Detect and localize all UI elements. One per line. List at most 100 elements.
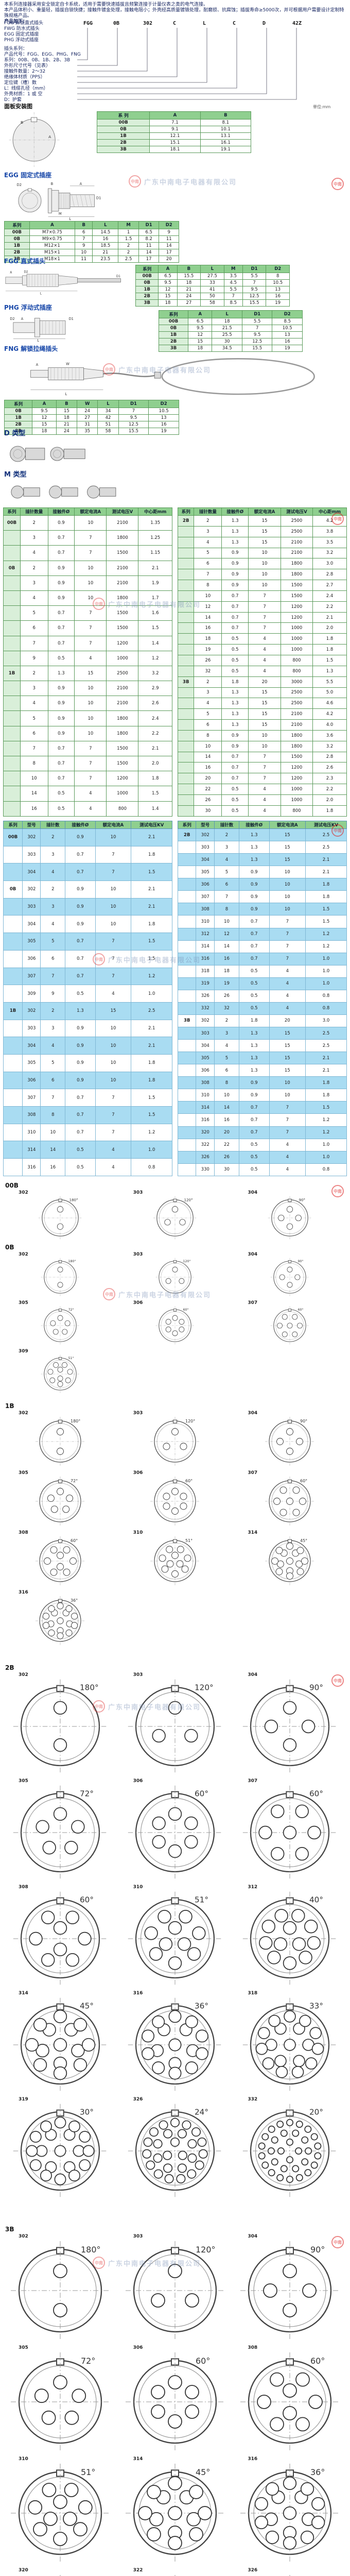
table-cell: 1B xyxy=(158,331,189,338)
table-cell: 0.5 xyxy=(221,784,249,795)
table-cell: 8 xyxy=(214,1076,239,1090)
table-cell: 1.8 xyxy=(312,644,347,655)
table-cell: 5 xyxy=(20,710,48,726)
pin-angle-label: 120° xyxy=(184,1197,193,1202)
phg-dim-l: L xyxy=(37,338,39,342)
table-cell: 1.8 xyxy=(131,845,172,864)
table-cell: 1.0 xyxy=(305,1138,347,1151)
table-cell: 3.5 xyxy=(223,273,243,280)
table-cell xyxy=(3,575,21,591)
phg-connector-drawing: A L D1 D2 xyxy=(10,317,74,342)
table-cell: 2.3 xyxy=(312,773,347,785)
table-cell: 305 xyxy=(196,1052,215,1065)
table-cell: 9 xyxy=(159,229,179,236)
table-cell: 1500 xyxy=(106,605,139,621)
table-cell: 10 xyxy=(74,515,107,531)
table-cell: 4.5 xyxy=(223,279,243,286)
table-cell: 4.0 xyxy=(312,719,347,731)
table-cell: 2100 xyxy=(280,719,313,731)
table-cell xyxy=(177,730,195,741)
column-header: 系列 xyxy=(177,821,197,829)
table-cell: 2.1 xyxy=(138,740,172,757)
series-label: 1B xyxy=(5,1402,14,1410)
table-cell: 41 xyxy=(200,286,224,293)
table-cell: 2.7 xyxy=(312,580,347,591)
table-cell xyxy=(177,698,195,709)
table-cell: 3.0 xyxy=(305,1014,347,1028)
table-cell: 1.5 xyxy=(138,620,172,636)
table-cell: 314 xyxy=(22,1141,41,1159)
table-cell: 1.8 xyxy=(305,878,347,891)
table-cell: 4 xyxy=(248,654,281,666)
table-cell: 9.1 xyxy=(149,126,201,133)
table-cell xyxy=(177,590,195,602)
pin-circle-diagram: 120° xyxy=(155,1258,195,1297)
table-cell: 2500 xyxy=(280,687,313,699)
pin-angle-label: 36° xyxy=(71,1598,78,1603)
pin-circle-diagram: 30° xyxy=(13,2104,108,2198)
table-cell: 3.5 xyxy=(312,536,347,548)
pin-diagram-code: 319 xyxy=(19,2097,28,2102)
pin-angle-label: 60° xyxy=(195,1789,208,1799)
table-cell: 7 xyxy=(74,740,107,757)
table-cell xyxy=(3,1141,23,1159)
table-cell: 0.7 xyxy=(238,940,270,953)
table-cell: 24 xyxy=(56,428,78,435)
table-cell: 6 xyxy=(40,1071,66,1090)
table-cell xyxy=(177,1052,197,1065)
table-cell: 307 xyxy=(196,890,215,904)
table-cell: 13 xyxy=(272,331,303,338)
column-header: 测试电压V xyxy=(106,507,139,516)
table-cell: 7 xyxy=(20,635,48,651)
pin-angle-label: 120° xyxy=(183,1259,191,1263)
table-cell: 1.8 xyxy=(238,1014,270,1028)
table-cell xyxy=(177,841,197,854)
table-cell: 7 xyxy=(248,622,281,634)
table-cell: 0.9 xyxy=(47,681,75,697)
part-code: 0B xyxy=(113,21,120,26)
table-cell: 10 xyxy=(248,740,281,752)
pin-angle-label: 180° xyxy=(71,1419,80,1423)
table-cell: 0.7 xyxy=(221,622,249,634)
table-cell: 15 xyxy=(248,526,281,537)
table-cell: 5 xyxy=(214,866,239,879)
pin-diagram-code: 307 xyxy=(248,1300,258,1306)
pin-diagram-3B-320: 32040° xyxy=(3,2568,118,2576)
table-cell: 310 xyxy=(196,915,215,928)
table-cell: 1800 xyxy=(280,740,313,752)
section-title-dtype: D 类型 xyxy=(4,430,26,437)
table-cell: 4 xyxy=(248,644,281,655)
table-cell: 4 xyxy=(269,989,306,1003)
table-cell: 10 xyxy=(74,575,107,591)
table-cell: 1.8 xyxy=(305,890,347,904)
table-cell: 10 xyxy=(95,1054,132,1072)
table-cell: 7 xyxy=(269,927,306,941)
pin-diagram-code: 306 xyxy=(133,1470,143,1476)
table-cell: 3 xyxy=(40,1019,66,1038)
table-cell: 302 xyxy=(22,828,41,846)
intro-line-2: 本产品体积小、重量轻，插拔自锁快捷；接触件镀金处理，接触电阻小；外壳经高质量镀铬… xyxy=(4,8,344,19)
table-cell xyxy=(3,1054,23,1072)
table-cell: 11 xyxy=(75,256,93,263)
table-cell: 0.9 xyxy=(65,1054,96,1072)
table-cell: 16 xyxy=(20,801,48,817)
